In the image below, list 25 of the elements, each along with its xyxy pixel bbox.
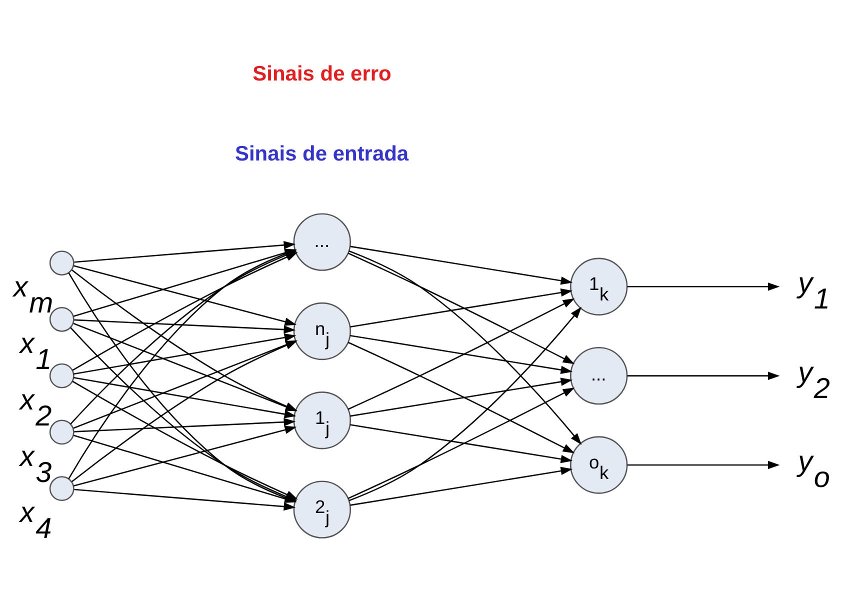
- arrow: [627, 460, 780, 470]
- arrow: [73, 265, 297, 326]
- label: Sinais de erro: [252, 62, 392, 86]
- arrow: [350, 466, 573, 506]
- arrow: [627, 282, 780, 291]
- arrow: [348, 252, 575, 364]
- node-circle: [49, 250, 74, 276]
- arrow: [73, 426, 297, 486]
- arrow: [350, 288, 573, 328]
- node-circle: [49, 363, 74, 388]
- arrow: [350, 246, 573, 285]
- arrow: [350, 424, 573, 464]
- arrow: [74, 319, 296, 334]
- arrow: [348, 250, 582, 445]
- arrow: [627, 372, 780, 380]
- label: Sinais de entrada: [234, 142, 409, 166]
- arrow: [350, 334, 573, 374]
- arrow: [350, 378, 573, 417]
- node-circle: ...: [293, 213, 352, 271]
- arrow: [348, 342, 575, 454]
- arrow: [348, 306, 582, 502]
- arrow: [74, 418, 296, 432]
- arrow: [348, 298, 575, 410]
- node-circle: ...: [570, 346, 628, 405]
- arrow: [348, 388, 575, 500]
